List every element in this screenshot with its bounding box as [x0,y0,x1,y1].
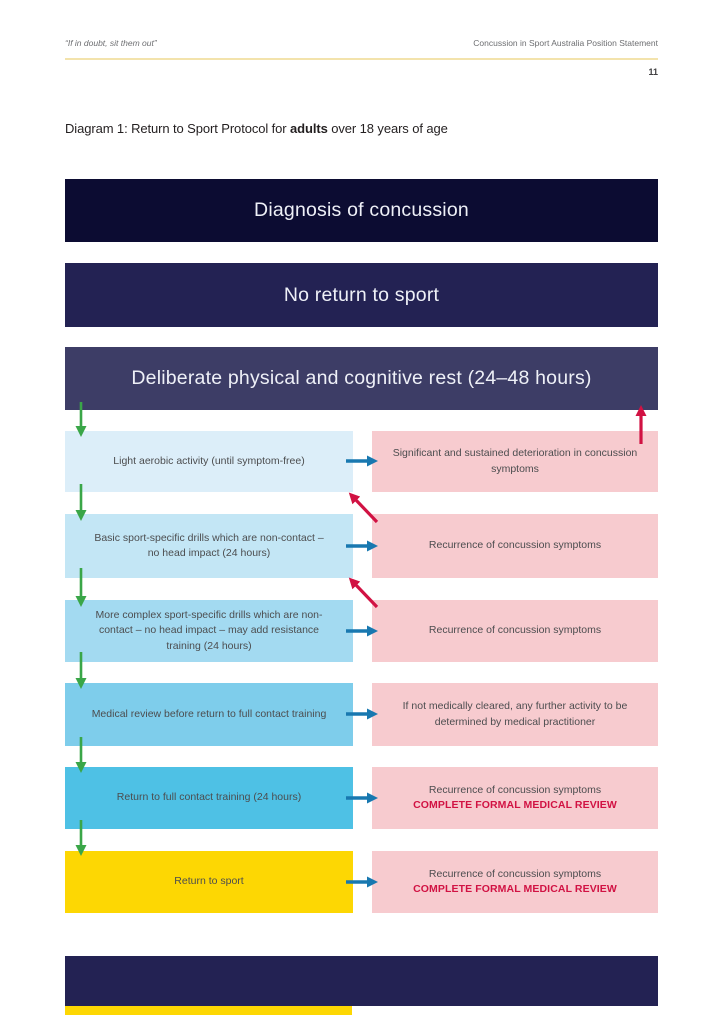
outcome-label: Recurrence of concussion symptoms [428,783,602,796]
diagram-title-suffix: over 18 years of age [327,121,448,136]
outcome-not-cleared: If not medically cleared, any further ac… [372,683,658,746]
step-medical-review: Medical review before return to full con… [65,683,353,746]
step-label: Medical review before return to full con… [91,707,327,720]
outcome-recurrence-review-1: Recurrence of concussion symptoms COMPLE… [372,767,658,829]
diagram-title-emphasis: adults [290,121,328,136]
footer-band [65,956,658,1006]
step-full-contact: Return to full contact training (24 hour… [65,767,353,829]
box-diagnosis: Diagnosis of concussion [65,179,658,242]
step-complex-drills: More complex sport-specific drills which… [65,600,353,662]
step-light-aerobic: Light aerobic activity (until symptom-fr… [65,431,353,492]
outcome-recurrence-1: Recurrence of concussion symptoms [372,514,658,578]
outcome-deterioration: Significant and sustained deterioration … [372,431,658,492]
diagram-title: Diagram 1: Return to Sport Protocol for … [65,121,448,136]
header-rule [65,58,658,60]
step-label: Basic sport-specific drills which are no… [94,531,324,559]
step-basic-drills: Basic sport-specific drills which are no… [65,514,353,578]
box-no-return: No return to sport [65,263,658,327]
header-doc-title: Concussion in Sport Australia Position S… [473,38,658,48]
diagram-title-prefix: Diagram 1: Return to Sport Protocol for [65,121,291,136]
page-number: 11 [648,67,658,77]
outcome-recurrence-2: Recurrence of concussion symptoms [372,600,658,662]
outcome-action: COMPLETE FORMAL MEDICAL REVIEW [413,799,617,811]
outcome-action: COMPLETE FORMAL MEDICAL REVIEW [413,883,617,895]
outcome-label: Recurrence of concussion symptoms [428,867,602,880]
outcome-label: If not medically cleared, any further ac… [402,700,628,728]
step-label: Return to sport [174,875,244,888]
outcome-label: Recurrence of concussion symptoms [428,624,602,637]
outcome-label: Significant and sustained deterioration … [392,447,638,475]
step-label: Light aerobic activity (until symptom-fr… [113,454,305,467]
step-label: More complex sport-specific drills which… [95,609,323,652]
outcome-label: Recurrence of concussion symptoms [428,539,602,552]
footer-accent [65,1006,352,1015]
box-deliberate-rest: Deliberate physical and cognitive rest (… [65,347,658,410]
outcome-recurrence-review-2: Recurrence of concussion symptoms COMPLE… [372,851,658,913]
step-label: Return to full contact training (24 hour… [116,791,302,804]
step-return-to-sport: Return to sport [65,851,353,913]
header-quote: “If in doubt, sit them out” [65,38,157,48]
